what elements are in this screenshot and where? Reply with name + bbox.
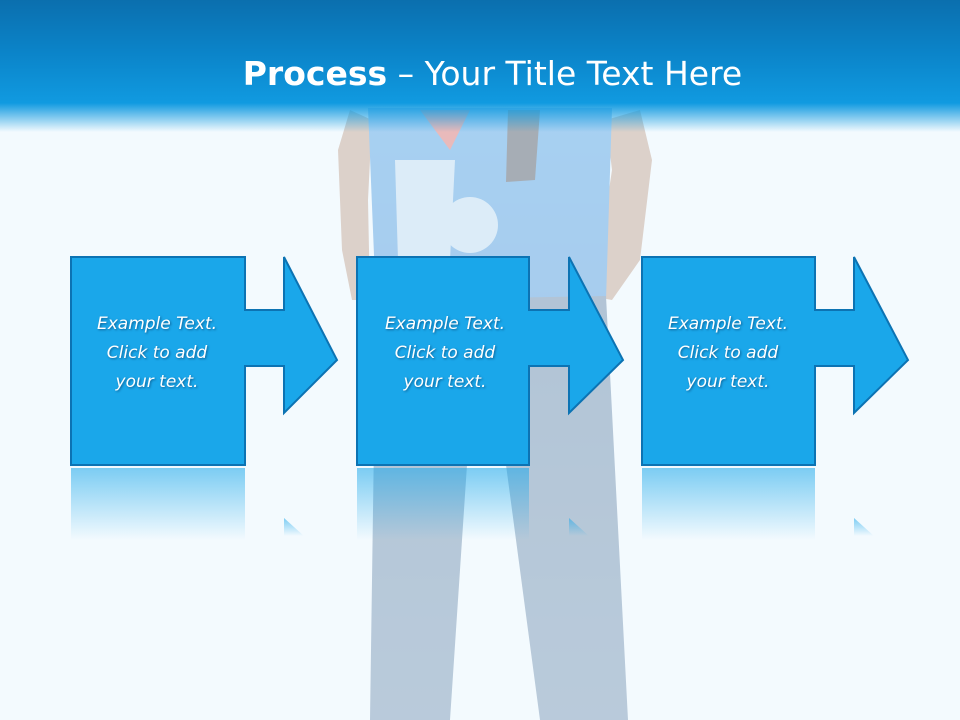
slide-title[interactable]: Process – Your Title Text Here xyxy=(0,52,960,96)
step-text[interactable]: Example Text. Click to add your text. xyxy=(667,314,789,392)
title-bar xyxy=(0,0,960,132)
process-step-3[interactable]: Example Text. Click to add your text. xyxy=(641,256,911,542)
step-box-arrow xyxy=(641,256,910,540)
step-box-arrow xyxy=(70,256,339,540)
step-text[interactable]: Example Text. Click to add your text. xyxy=(96,314,218,392)
step-text[interactable]: Example Text. Click to add your text. xyxy=(384,314,506,392)
process-step-2[interactable]: Example Text. Click to add your text. xyxy=(356,256,626,542)
process-step-1[interactable]: Example Text. Click to add your text. xyxy=(70,256,340,542)
step-box-arrow xyxy=(356,256,625,540)
title-text: – Your Title Text Here xyxy=(387,54,743,93)
title-bold-text: Process xyxy=(242,54,388,93)
